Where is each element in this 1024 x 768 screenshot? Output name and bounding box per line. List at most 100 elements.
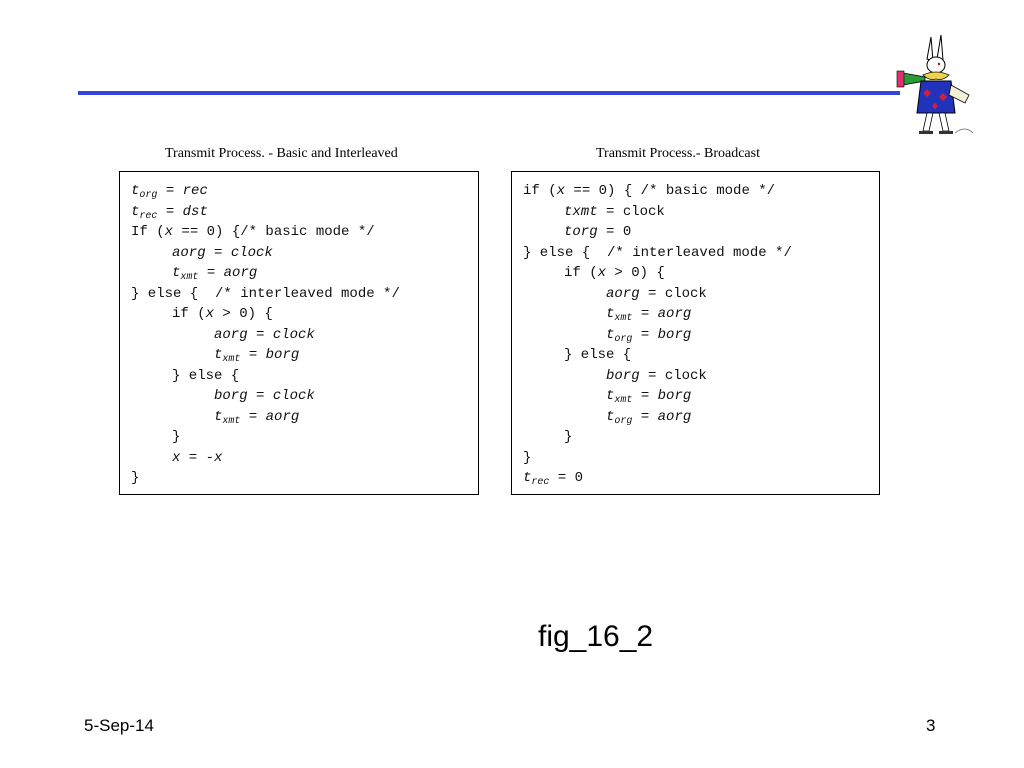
code-line: aorg = clock	[131, 325, 478, 346]
code-token: x	[214, 449, 223, 466]
code-token: =	[157, 183, 183, 199]
right-code-box: if (x == 0) { /* basic mode */ txmt = cl…	[511, 171, 880, 495]
left-code-box: torg = rec trec = dst If (x == 0) {/* ba…	[119, 171, 479, 495]
code-token: t	[523, 470, 532, 486]
code-token: dst	[182, 203, 208, 220]
code-token: x	[172, 449, 181, 466]
code-token: = 0	[597, 224, 632, 240]
code-token: =	[632, 326, 658, 343]
code-line: aorg = clock	[131, 243, 478, 264]
code-token: clock	[272, 388, 315, 404]
code-token: borg	[657, 326, 692, 343]
code-line: x = -x	[131, 448, 478, 469]
code-line: txmt = borg	[131, 345, 478, 366]
white-rabbit-icon	[896, 34, 974, 134]
left-panel-title: Transmit Process. - Basic and Interleave…	[165, 146, 398, 161]
code-token: aorg	[657, 306, 692, 322]
page-number: 3	[926, 716, 936, 735]
code-token: =	[198, 265, 224, 281]
code-subscript: org	[614, 415, 633, 427]
code-token: =	[247, 326, 273, 343]
code-line: borg = clock	[523, 366, 879, 387]
code-token: =	[632, 306, 658, 322]
code-line: } else { /* interleaved mode */	[131, 285, 400, 302]
code-token: = clock	[639, 285, 707, 302]
code-token: if (	[564, 265, 598, 281]
code-line: borg = clock	[131, 386, 478, 407]
code-token: =	[632, 408, 658, 425]
code-token: aorg	[214, 326, 248, 343]
code-token: t	[606, 388, 615, 404]
code-token: == 0) { /* basic mode */	[565, 183, 776, 199]
code-line: } else {	[172, 367, 240, 384]
code-token: t	[606, 408, 615, 425]
code-token: borg	[265, 347, 300, 363]
code-line: }	[172, 429, 181, 445]
code-line: txmt = aorg	[131, 407, 478, 428]
code-line: If (x == 0) {/* basic mode */	[131, 222, 478, 243]
code-token: torg	[564, 224, 598, 240]
code-subscript: xmt	[614, 313, 633, 324]
code-token: aorg	[223, 265, 258, 281]
code-token: borg	[606, 367, 640, 384]
code-subscript: rec	[139, 210, 158, 222]
code-line: }	[564, 429, 573, 445]
code-line: txmt = aorg	[131, 263, 478, 284]
code-line: }	[131, 470, 140, 486]
code-token: > 0) {	[214, 306, 273, 322]
code-line: }	[523, 449, 532, 466]
code-token: = -	[180, 449, 215, 466]
code-token: t	[214, 347, 223, 363]
code-line: } else { /* interleaved mode */	[523, 244, 792, 261]
code-token: = clock	[639, 367, 707, 384]
code-line: trec = 0	[523, 468, 879, 489]
code-token: x	[556, 183, 566, 199]
code-line: txmt = clock	[523, 202, 879, 223]
code-token: =	[205, 244, 231, 261]
code-line: trec = dst	[131, 202, 478, 223]
code-token: if (	[523, 183, 557, 199]
code-token: borg	[657, 388, 692, 404]
code-line: txmt = aorg	[523, 304, 879, 325]
code-token: t	[131, 183, 140, 199]
code-token: =	[157, 203, 183, 220]
code-token: t	[606, 306, 615, 322]
code-token: aorg	[606, 285, 640, 302]
code-token: =	[240, 347, 266, 363]
code-token: = clock	[597, 203, 665, 220]
code-line: if (x > 0) {	[523, 263, 879, 284]
code-line: torg = aorg	[523, 407, 879, 428]
code-line: if (x > 0) {	[131, 304, 478, 325]
code-token: aorg	[172, 244, 206, 261]
figure-label: fig_16_2	[538, 620, 654, 653]
code-token: aorg	[657, 408, 692, 425]
code-token: txmt	[564, 203, 598, 220]
code-line: txmt = borg	[523, 386, 879, 407]
code-token: t	[131, 203, 140, 220]
code-subscript: org	[139, 190, 158, 201]
code-token: = 0	[549, 470, 584, 486]
code-subscript: xmt	[180, 272, 199, 283]
code-token: t	[214, 408, 223, 425]
code-token: =	[247, 388, 273, 404]
code-subscript: xmt	[614, 395, 633, 406]
footer-date: 5-Sep-14	[84, 716, 154, 735]
code-subscript: xmt	[222, 354, 241, 365]
code-token: If (	[131, 224, 165, 240]
right-panel-title: Transmit Process.- Broadcast	[596, 146, 760, 161]
code-token: clock	[272, 326, 315, 343]
header-rule	[78, 91, 900, 95]
code-token: aorg	[265, 408, 300, 425]
code-token: =	[240, 408, 266, 425]
code-line: } else {	[564, 347, 632, 363]
code-line: torg = borg	[523, 325, 879, 346]
code-token: t	[172, 265, 181, 281]
code-line: if (x == 0) { /* basic mode */	[523, 181, 879, 202]
code-token: x	[164, 224, 174, 240]
code-token: borg	[214, 388, 248, 404]
code-subscript: xmt	[222, 415, 241, 427]
code-subscript: org	[614, 333, 633, 345]
code-token: x	[205, 306, 215, 322]
code-line: torg = 0	[523, 222, 879, 243]
code-token: x	[597, 265, 607, 281]
